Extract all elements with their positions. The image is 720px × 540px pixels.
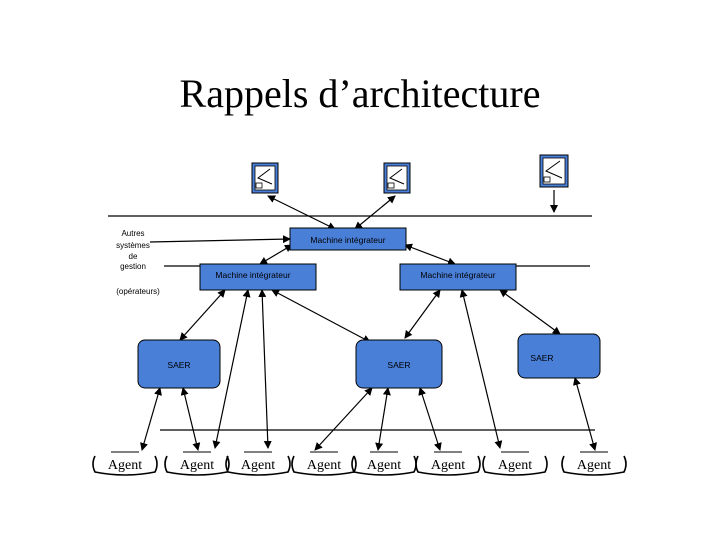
agent-label: Agent: [307, 458, 341, 473]
agents-row: Agent Agent Agent Agent Agent Agent Agent Agent: [92, 451, 627, 476]
arrow: [149, 235, 291, 244]
workstation-icon: [251, 162, 279, 194]
saer-box: SAER: [517, 333, 601, 379]
arrow: [179, 289, 226, 341]
integrator-label: Machine intégrateur: [420, 270, 495, 280]
saer-label: SAER: [387, 360, 410, 370]
arrow: [267, 195, 336, 230]
integrator-label: Machine intégrateur: [310, 235, 385, 245]
other-systems-line: systèmes: [116, 241, 150, 250]
agent-node: Agent: [351, 451, 417, 476]
agent-node: Agent: [561, 451, 627, 476]
agent-label: Agent: [498, 458, 532, 473]
arrow: [404, 243, 456, 266]
connection-arrows: [140, 190, 597, 451]
other-systems-line: Autres: [121, 229, 144, 238]
saer-label: SAER: [167, 360, 190, 370]
integrator-label: Machine intégrateur: [215, 270, 290, 280]
agent-node: Agent: [291, 451, 357, 476]
agent-label: Agent: [367, 458, 401, 473]
agent-label: Agent: [180, 458, 214, 473]
arrow: [375, 387, 391, 451]
arrow: [314, 387, 373, 451]
arrow: [180, 387, 201, 451]
arrow: [259, 244, 293, 265]
integrator-left: Machine intégrateur: [199, 263, 317, 291]
agent-label: Agent: [241, 458, 275, 473]
agent-scroll-shape: [225, 455, 291, 476]
agent-scroll-shape: [92, 455, 158, 476]
arrow: [258, 289, 272, 449]
agent-node: Agent: [92, 451, 158, 476]
agent-label: Agent: [577, 458, 611, 473]
workstation-icon: [539, 154, 569, 188]
other-systems-label: Autres systèmes de gestion (opérateurs): [116, 229, 160, 296]
arrow: [499, 289, 561, 335]
arrow: [573, 377, 597, 451]
arrow: [271, 289, 371, 343]
saer-box: SAER: [137, 339, 221, 389]
agent-scroll-shape: [561, 455, 627, 476]
workstation-icon: [383, 162, 411, 194]
arrow: [212, 289, 251, 449]
agent-node: Agent: [415, 451, 481, 476]
arrow: [459, 289, 503, 449]
agent-scroll-shape: [164, 455, 230, 476]
agent-node: Agent: [225, 451, 291, 476]
agent-label: Agent: [431, 458, 465, 473]
saer-label: SAER: [530, 353, 553, 363]
operators-label: (opérateurs): [116, 287, 160, 296]
arrow: [140, 387, 162, 451]
agent-label: Agent: [108, 458, 142, 473]
saer-box: SAER: [355, 339, 443, 389]
agent-node: Agent: [482, 451, 548, 476]
integrator-top: Machine intégrateur: [289, 227, 407, 251]
other-systems-line: de: [129, 252, 138, 261]
other-systems-line: gestion: [120, 262, 146, 271]
arrow: [354, 195, 396, 230]
arrow: [418, 387, 442, 451]
arrow: [404, 289, 441, 339]
agent-scroll-shape: [482, 455, 548, 476]
slide-title: Rappels d’architecture: [179, 71, 541, 116]
agent-scroll-shape: [415, 455, 481, 476]
agent-node: Agent: [164, 451, 230, 476]
integrator-right: Machine intégrateur: [399, 263, 517, 291]
agent-scroll-shape: [291, 455, 357, 476]
